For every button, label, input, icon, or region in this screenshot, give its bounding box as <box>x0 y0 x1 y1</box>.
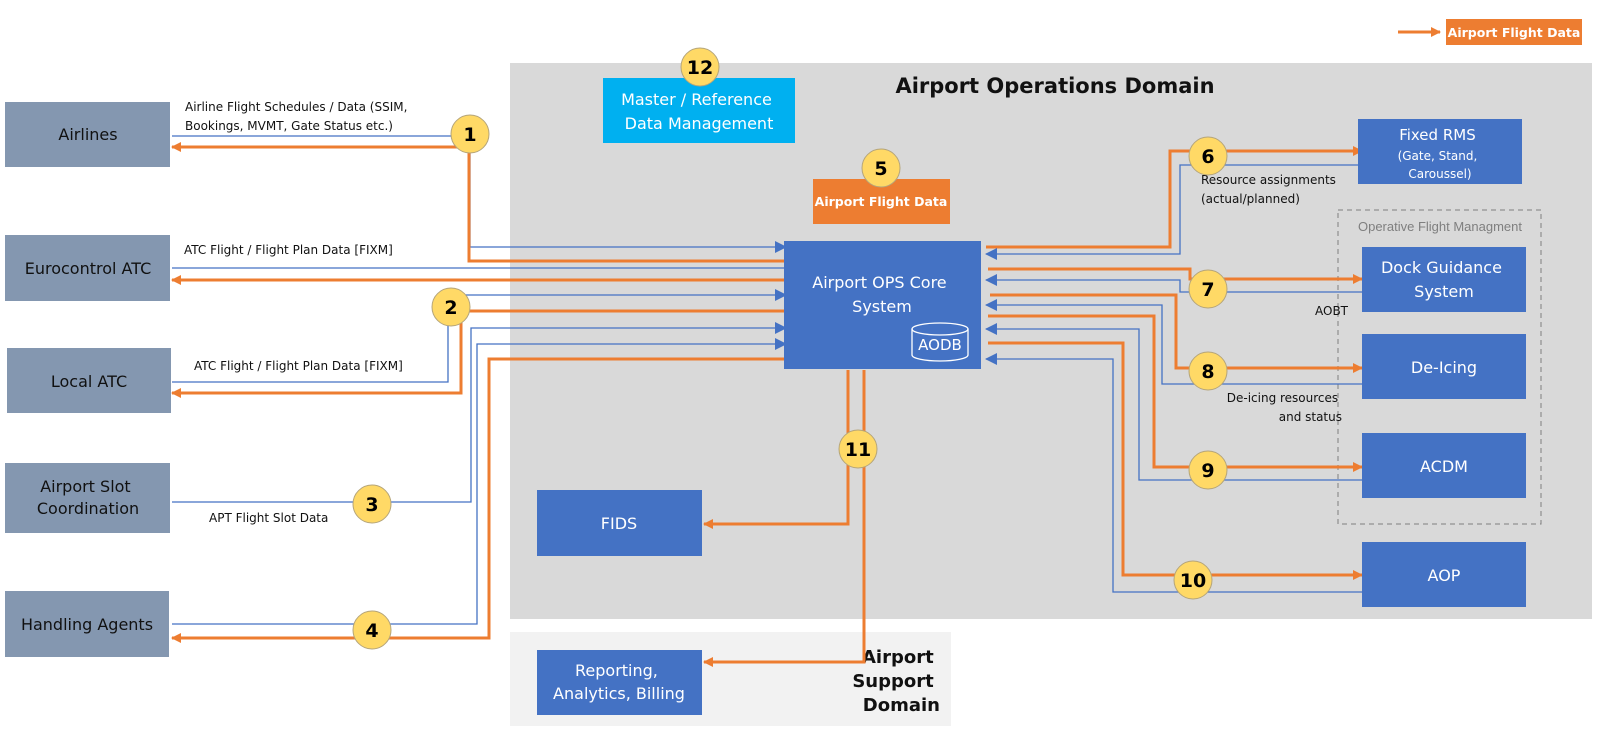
external-eurocontrol-atc[interactable]: Eurocontrol ATC <box>5 235 170 301</box>
svg-text:Dock Guidance System: Dock Guidance System <box>1381 258 1507 301</box>
local-atc-label: Local ATC <box>51 372 127 391</box>
step-badge-3: 3 <box>352 484 392 524</box>
external-local-atc[interactable]: Local ATC <box>7 348 171 413</box>
aop-outbound-line <box>988 341 1363 580</box>
connector-lines <box>171 135 1363 667</box>
step-badge-label: 5 <box>874 158 887 180</box>
step-badge-label: 6 <box>1201 146 1214 168</box>
slot-flow-label: APT Flight Slot Data <box>209 511 328 525</box>
core-system-box[interactable]: Airport OPS Core System AODB <box>784 241 981 369</box>
step-badge-5: 5 <box>861 148 901 188</box>
svg-text:AOP: AOP <box>1428 566 1461 585</box>
slot-inbound-line <box>172 322 787 503</box>
operations-domain-title: Airport Operations Domain <box>895 74 1214 98</box>
acdm-box[interactable]: ACDM <box>1362 433 1526 498</box>
dock-guidance-box[interactable]: Dock Guidance System <box>1362 247 1526 312</box>
database-icon <box>911 322 969 362</box>
step-badge-label: 4 <box>365 620 378 642</box>
step-badge-4: 4 <box>352 610 392 650</box>
step-badge-12: 12 <box>680 47 720 87</box>
de-icing-box[interactable]: De-Icing <box>1362 334 1526 399</box>
master-data-box[interactable]: Master / Reference Data Management <box>603 78 795 143</box>
rms-flow-label: Resource assignments (actual/planned) <box>1201 173 1340 206</box>
aop-inbound-line <box>985 353 1362 593</box>
step-badge-2: 2 <box>431 287 471 327</box>
local-atc-outbound-line <box>171 309 786 398</box>
legend-label: Airport Flight Data <box>1448 25 1581 40</box>
svg-text:Airport OPS Core System: Airport OPS Core System <box>812 273 951 316</box>
handling-inbound-line <box>172 338 787 625</box>
handling-outbound-line <box>171 357 786 643</box>
svg-text:FIDS: FIDS <box>601 514 637 533</box>
dock-outbound-line <box>988 267 1363 284</box>
svg-text:Fixed RMS (Gate, Stand,: Fixed RMS (Gate, Stand, Caroussel) <box>1398 125 1483 181</box>
airlines-outbound-line <box>171 142 786 263</box>
step-badge-label: 12 <box>687 57 713 79</box>
step-badge-10: 10 <box>1173 560 1213 600</box>
deicing-inbound-line <box>985 299 1362 385</box>
dock-inbound-line <box>985 274 1362 293</box>
step-badge-11: 11 <box>838 429 878 469</box>
step-badge-7: 7 <box>1188 269 1228 309</box>
operative-flight-management-title: Operative Flight Managment <box>1358 219 1522 234</box>
step-badge-label: 11 <box>845 439 871 461</box>
step-badge-label: 2 <box>444 297 457 319</box>
fids-box[interactable]: FIDS <box>537 490 702 556</box>
step-badge-label: 7 <box>1201 279 1214 301</box>
eurocontrol-label: Eurocontrol ATC <box>25 259 152 278</box>
external-slot-coordination[interactable]: Airport Slot Coordination <box>5 463 170 533</box>
reporting-box[interactable]: Reporting, Analytics, Billing <box>537 650 702 715</box>
step-badge-8: 8 <box>1188 351 1228 391</box>
fids-outbound-line <box>703 370 850 529</box>
svg-text:Reporting, Analytics, Bi: Reporting, Analytics, Billing <box>553 661 685 703</box>
handling-agents-label: Handling Agents <box>21 615 153 634</box>
airlines-flow-label: Airline Flight Schedules / Data (SSIM, B… <box>185 100 411 133</box>
step-badge-label: 9 <box>1201 460 1214 482</box>
step-badge-label: 10 <box>1180 570 1206 592</box>
acdm-inbound-line <box>985 323 1362 481</box>
step-badge-9: 9 <box>1188 450 1228 490</box>
local-atc-flow-label: ATC Flight / Flight Plan Data [FIXM] <box>194 359 403 373</box>
slot-coordination-label: Airport Slot Coordination <box>37 477 139 518</box>
aodb-label: AODB <box>918 336 962 354</box>
airlines-label: Airlines <box>58 125 117 144</box>
fixed-rms-box[interactable]: Fixed RMS (Gate, Stand, Caroussel) <box>1358 119 1522 184</box>
deicing-flow-label: De-icing resources and status <box>1227 391 1342 424</box>
svg-text:Master / Reference Data: Master / Reference Data Management <box>621 90 777 133</box>
support-domain-title: Airport Support Domain <box>852 647 940 716</box>
step-badge-label: 8 <box>1201 361 1214 383</box>
svg-text:Airport Flight Data: Airport Flight Data <box>815 194 948 209</box>
step-badge-6: 6 <box>1188 136 1228 176</box>
step-badge-label: 1 <box>463 124 476 146</box>
dock-flow-label: AOBT <box>1315 304 1349 318</box>
external-handling-agents[interactable]: Handling Agents <box>5 591 169 657</box>
deicing-outbound-line <box>990 293 1363 373</box>
acdm-outbound-line <box>988 314 1363 472</box>
step-badge-label: 3 <box>365 494 378 516</box>
rms-inbound-line <box>985 164 1362 260</box>
eurocontrol-flow-label: ATC Flight / Flight Plan Data [FIXM] <box>184 243 393 257</box>
svg-text:De-Icing: De-Icing <box>1411 358 1477 377</box>
svg-text:ACDM: ACDM <box>1420 457 1468 476</box>
legend-flight-data-box <box>1446 19 1582 45</box>
rms-outbound-line <box>986 146 1363 249</box>
aop-box[interactable]: AOP <box>1362 542 1526 607</box>
local-atc-inbound-line <box>172 289 787 383</box>
external-airlines[interactable]: Airlines <box>5 102 170 167</box>
step-badge-1: 1 <box>450 114 490 154</box>
